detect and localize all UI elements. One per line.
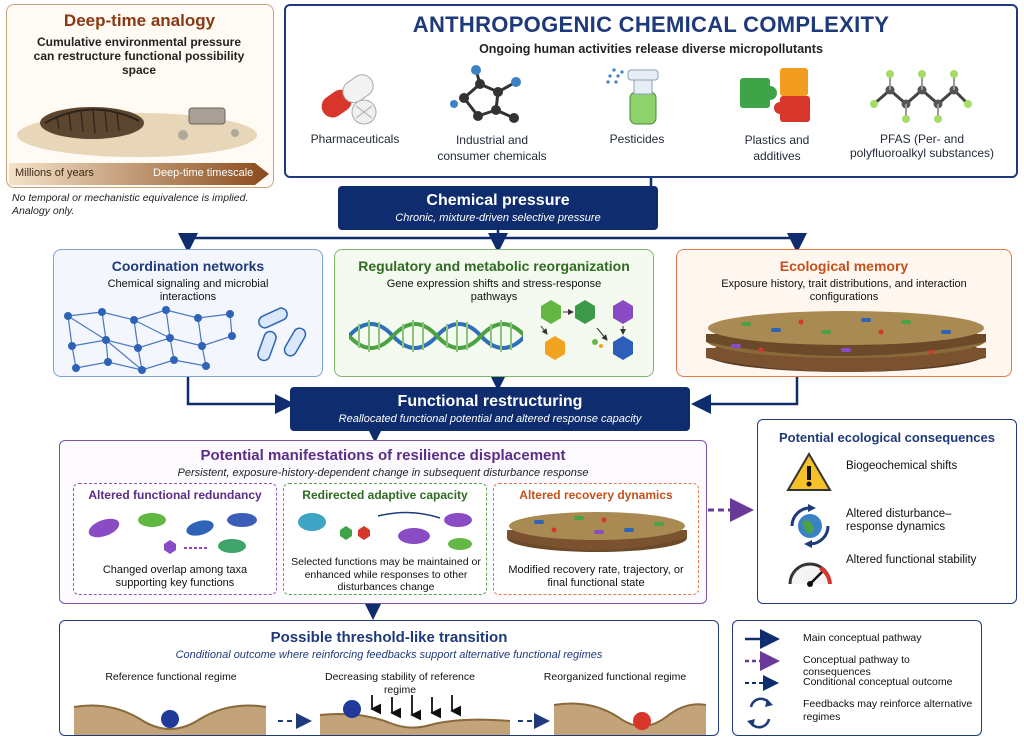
recovery-title: Altered recovery dynamics — [519, 488, 673, 502]
deep-time-text: Cumulative environmental pressure can re… — [33, 35, 245, 77]
legend-conditional-outcome: Conditional conceptual outcome — [803, 676, 953, 688]
trilobite-fossil-illustration — [17, 107, 257, 157]
manifestations-title: Potential manifestations of resilience d… — [200, 447, 566, 464]
ecological-memory-text: Exposure history, trait distributions, a… — [721, 278, 967, 303]
deep-time-note: No temporal or mechanistic equivalence i… — [12, 192, 249, 217]
sediment-layers-illustration — [706, 311, 986, 372]
pfas-label: PFAS (Per- and polyfluoroalkyl substance… — [849, 132, 995, 160]
redundancy-title: Altered functional redundancy — [88, 488, 262, 502]
regulatory-title: Regulatory and metabolic reorganization — [358, 258, 630, 274]
molecule-icon — [450, 65, 521, 123]
metabolic-pathway-illustration — [540, 300, 633, 360]
ecological-consequences-panel: Potential ecological consequences Biogeo… — [757, 419, 1017, 604]
plastics-label: Plastics and additives — [744, 133, 810, 163]
microbial-network-illustration — [64, 306, 307, 374]
stability-landscape-illustration — [73, 695, 707, 735]
deep-time-arrow — [9, 163, 269, 185]
adaptive-text: Selected functions may be maintained or … — [291, 556, 481, 593]
consequence-disturbance-label: Altered disturbance–response dynamics — [846, 508, 952, 533]
anthro-title: ANTHROPOGENIC CHEMICAL COMPLEXITY — [412, 12, 890, 37]
functional-restructuring-title: Functional restructuring — [397, 393, 583, 410]
reorganized-regime-label: Reorganized functional regime — [543, 671, 687, 683]
dna-helix-illustration — [349, 320, 523, 352]
chemical-pressure-title: Chemical pressure — [426, 192, 570, 209]
coordination-title: Coordination networks — [111, 258, 265, 274]
coordination-text: Chemical signaling and microbial interac… — [107, 278, 269, 303]
recovery-text: Modified recovery rate, trajectory, or f… — [508, 564, 684, 589]
pill-capsule-icon — [321, 74, 377, 125]
regulatory-text: Gene expression shifts and stress-respon… — [386, 278, 602, 303]
anthro-subtitle: Ongoing human activities release diverse… — [479, 42, 823, 56]
adaptive-capacity-illustration — [298, 511, 472, 550]
threshold-title: Possible threshold-like transition — [270, 629, 508, 646]
deep-time-panel: Deep-time analogy Cumulative environment… — [6, 4, 274, 188]
puzzle-pieces-icon — [740, 68, 810, 122]
pfas-chain-icon — [870, 70, 972, 123]
threshold-subtitle: Conditional outcome where reinforcing fe… — [175, 649, 603, 661]
functional-restructuring-bar: Functional restructuring Reallocated fun… — [290, 387, 690, 431]
consequence-stability-label: Altered functional stability — [846, 554, 977, 566]
pharmaceuticals-label: Pharmaceuticals — [310, 132, 400, 146]
legend-main-pathway: Main conceptual pathway — [803, 632, 922, 644]
redundancy-text: Changed overlap among taxa supporting ke… — [102, 564, 248, 589]
reference-regime-label: Reference functional regime — [105, 671, 237, 683]
redirected-adaptive-capacity-box: Redirected adaptive capacity Selected fu… — [283, 483, 487, 595]
microbe-taxa-illustration — [88, 513, 257, 554]
manifestations-subtitle: Persistent, exposure-history-dependent c… — [177, 467, 589, 479]
chemical-pressure-subtitle: Chronic, mixture-driven selective pressu… — [395, 212, 601, 224]
deep-time-axis-left: Millions of years — [15, 167, 94, 179]
anthropogenic-panel: ANTHROPOGENIC CHEMICAL COMPLEXITY Ongoin… — [284, 4, 1018, 178]
deep-time-title: Deep-time analogy — [63, 11, 216, 30]
altered-recovery-dynamics-box: Altered recovery dynamics Modified recov… — [493, 483, 699, 595]
adaptive-title: Redirected adaptive capacity — [302, 488, 468, 502]
ecological-memory-card: Ecological memory Exposure history, trai… — [676, 249, 1012, 377]
decreasing-stability-label: Decreasing stability of reference regime — [325, 671, 475, 696]
gauge-icon — [788, 562, 832, 587]
warning-icon — [786, 452, 832, 491]
recovery-sediment-illustration — [507, 512, 687, 552]
threshold-transition-panel: Possible threshold-like transition Condi… — [59, 620, 719, 736]
consequence-biogeochemical-label: Biogeochemical shifts — [846, 460, 958, 472]
chemical-pressure-bar: Chemical pressure Chronic, mixture-drive… — [338, 186, 658, 230]
feedback-cycle-icon — [747, 697, 773, 729]
coordination-networks-card: Coordination networks Chemical signaling… — [53, 249, 323, 377]
regulatory-reorganization-card: Regulatory and metabolic reorganization … — [334, 249, 654, 377]
spray-bottle-icon — [606, 68, 659, 125]
deep-time-axis-right: Deep-time timescale — [153, 167, 254, 179]
pesticides-label: Pesticides — [609, 132, 665, 146]
industrial-chemicals-label: Industrial and consumer chemicals — [437, 133, 547, 163]
altered-redundancy-box: Altered functional redundancy Changed ov… — [73, 483, 277, 595]
functional-restructuring-subtitle: Reallocated functional potential and alt… — [338, 413, 642, 425]
legend-feedbacks: Feedbacks may reinforce alternative regi… — [803, 698, 973, 723]
legend-panel: Main conceptual pathway Conceptual pathw… — [732, 620, 982, 736]
legend-consequence-pathway: Conceptual pathway to consequences — [803, 654, 910, 678]
consequences-title: Potential ecological consequences — [778, 430, 995, 445]
ecological-memory-title: Ecological memory — [779, 258, 909, 274]
globe-cycle-icon — [790, 504, 830, 548]
legend-symbols — [745, 629, 780, 729]
